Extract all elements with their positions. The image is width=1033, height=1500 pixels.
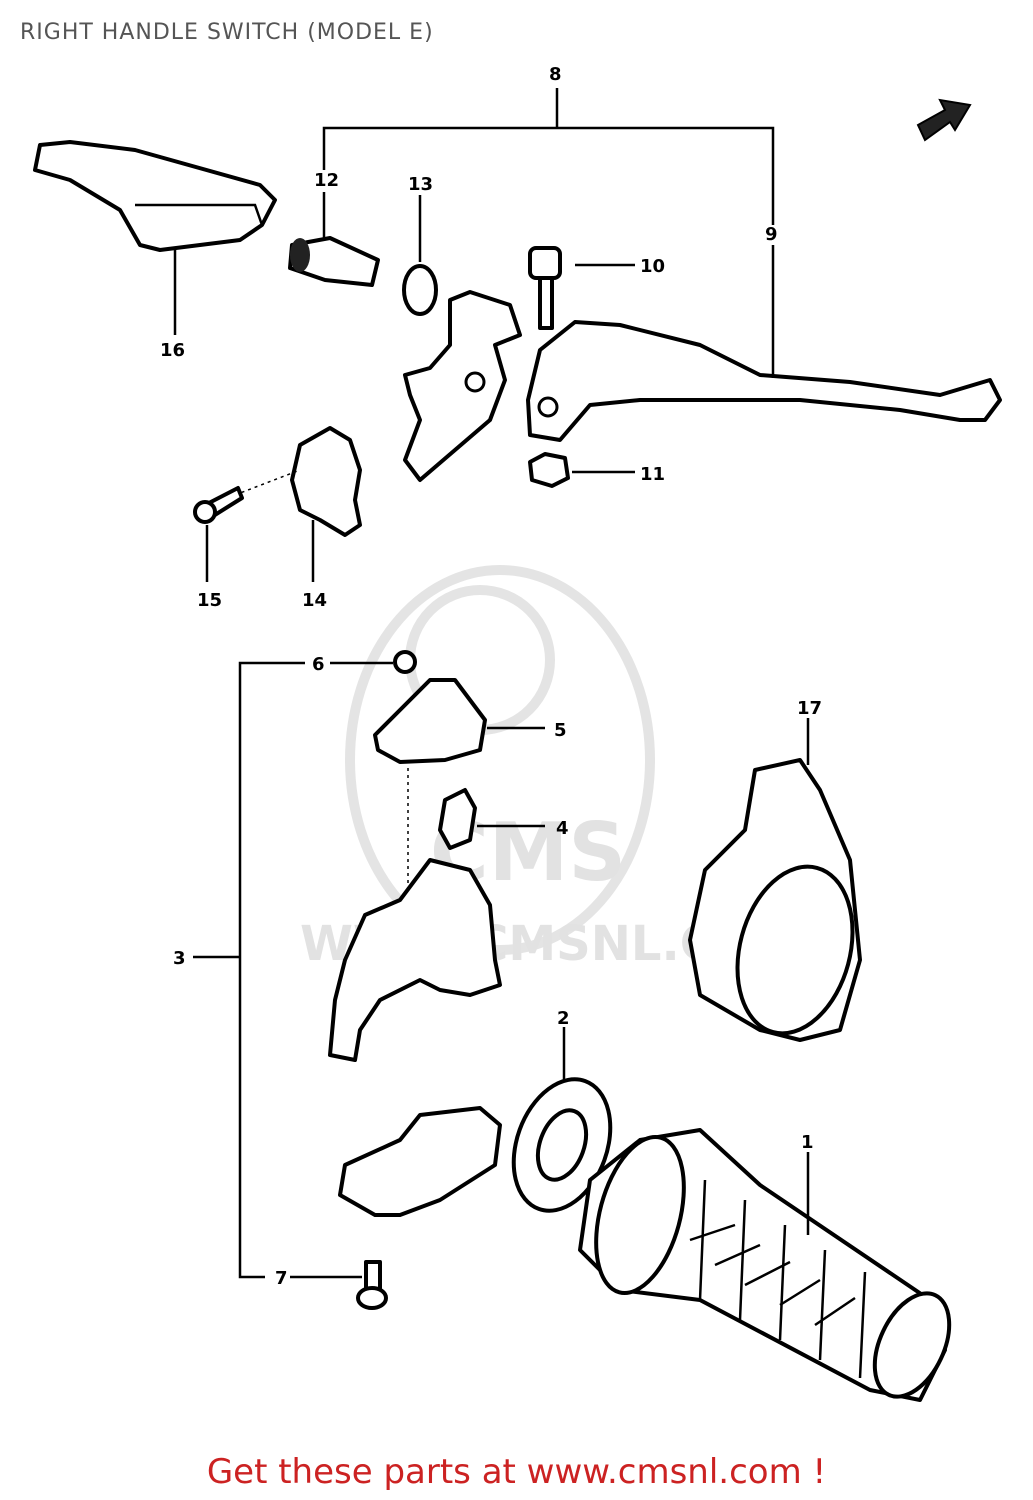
switch-lower-housing <box>338 1106 502 1217</box>
screw-7 <box>356 1260 388 1310</box>
throttle-grip <box>578 1128 952 1402</box>
switch-knob <box>438 788 477 850</box>
label-10: 10 <box>640 256 665 277</box>
label-1: 1 <box>801 1132 814 1153</box>
label-5: 5 <box>554 720 567 741</box>
lever-clamp <box>290 426 362 537</box>
switch-cap <box>373 678 487 764</box>
label-6: 6 <box>312 654 325 675</box>
label-16: 16 <box>160 340 185 361</box>
label-4: 4 <box>556 818 569 839</box>
label-12: 12 <box>314 170 339 191</box>
label-8: 8 <box>549 64 562 85</box>
label-14: 14 <box>302 590 327 611</box>
label-7: 7 <box>275 1268 288 1289</box>
adjuster-bolt <box>288 236 380 287</box>
label-3: 3 <box>173 948 186 969</box>
screw-6 <box>393 650 417 674</box>
bolt-10 <box>528 246 562 330</box>
nut-11 <box>528 452 570 488</box>
lever-cover <box>33 140 277 252</box>
label-9: 9 <box>765 224 778 245</box>
spring-washer <box>402 264 438 316</box>
diagram-title: RIGHT HANDLE SWITCH (MODEL E) <box>20 20 434 45</box>
label-17: 17 <box>797 698 822 719</box>
brake-lever <box>526 320 1002 442</box>
switch-upper-housing <box>328 858 502 1062</box>
label-2: 2 <box>557 1008 570 1029</box>
label-11: 11 <box>640 464 665 485</box>
front-arrow-icon <box>916 98 972 142</box>
lever-bracket <box>403 290 522 482</box>
label-13: 13 <box>408 174 433 195</box>
label-15: 15 <box>197 590 222 611</box>
footer-link-text[interactable]: Get these parts at www.cmsnl.com ! <box>206 1452 827 1492</box>
clamp-screw <box>193 486 244 524</box>
